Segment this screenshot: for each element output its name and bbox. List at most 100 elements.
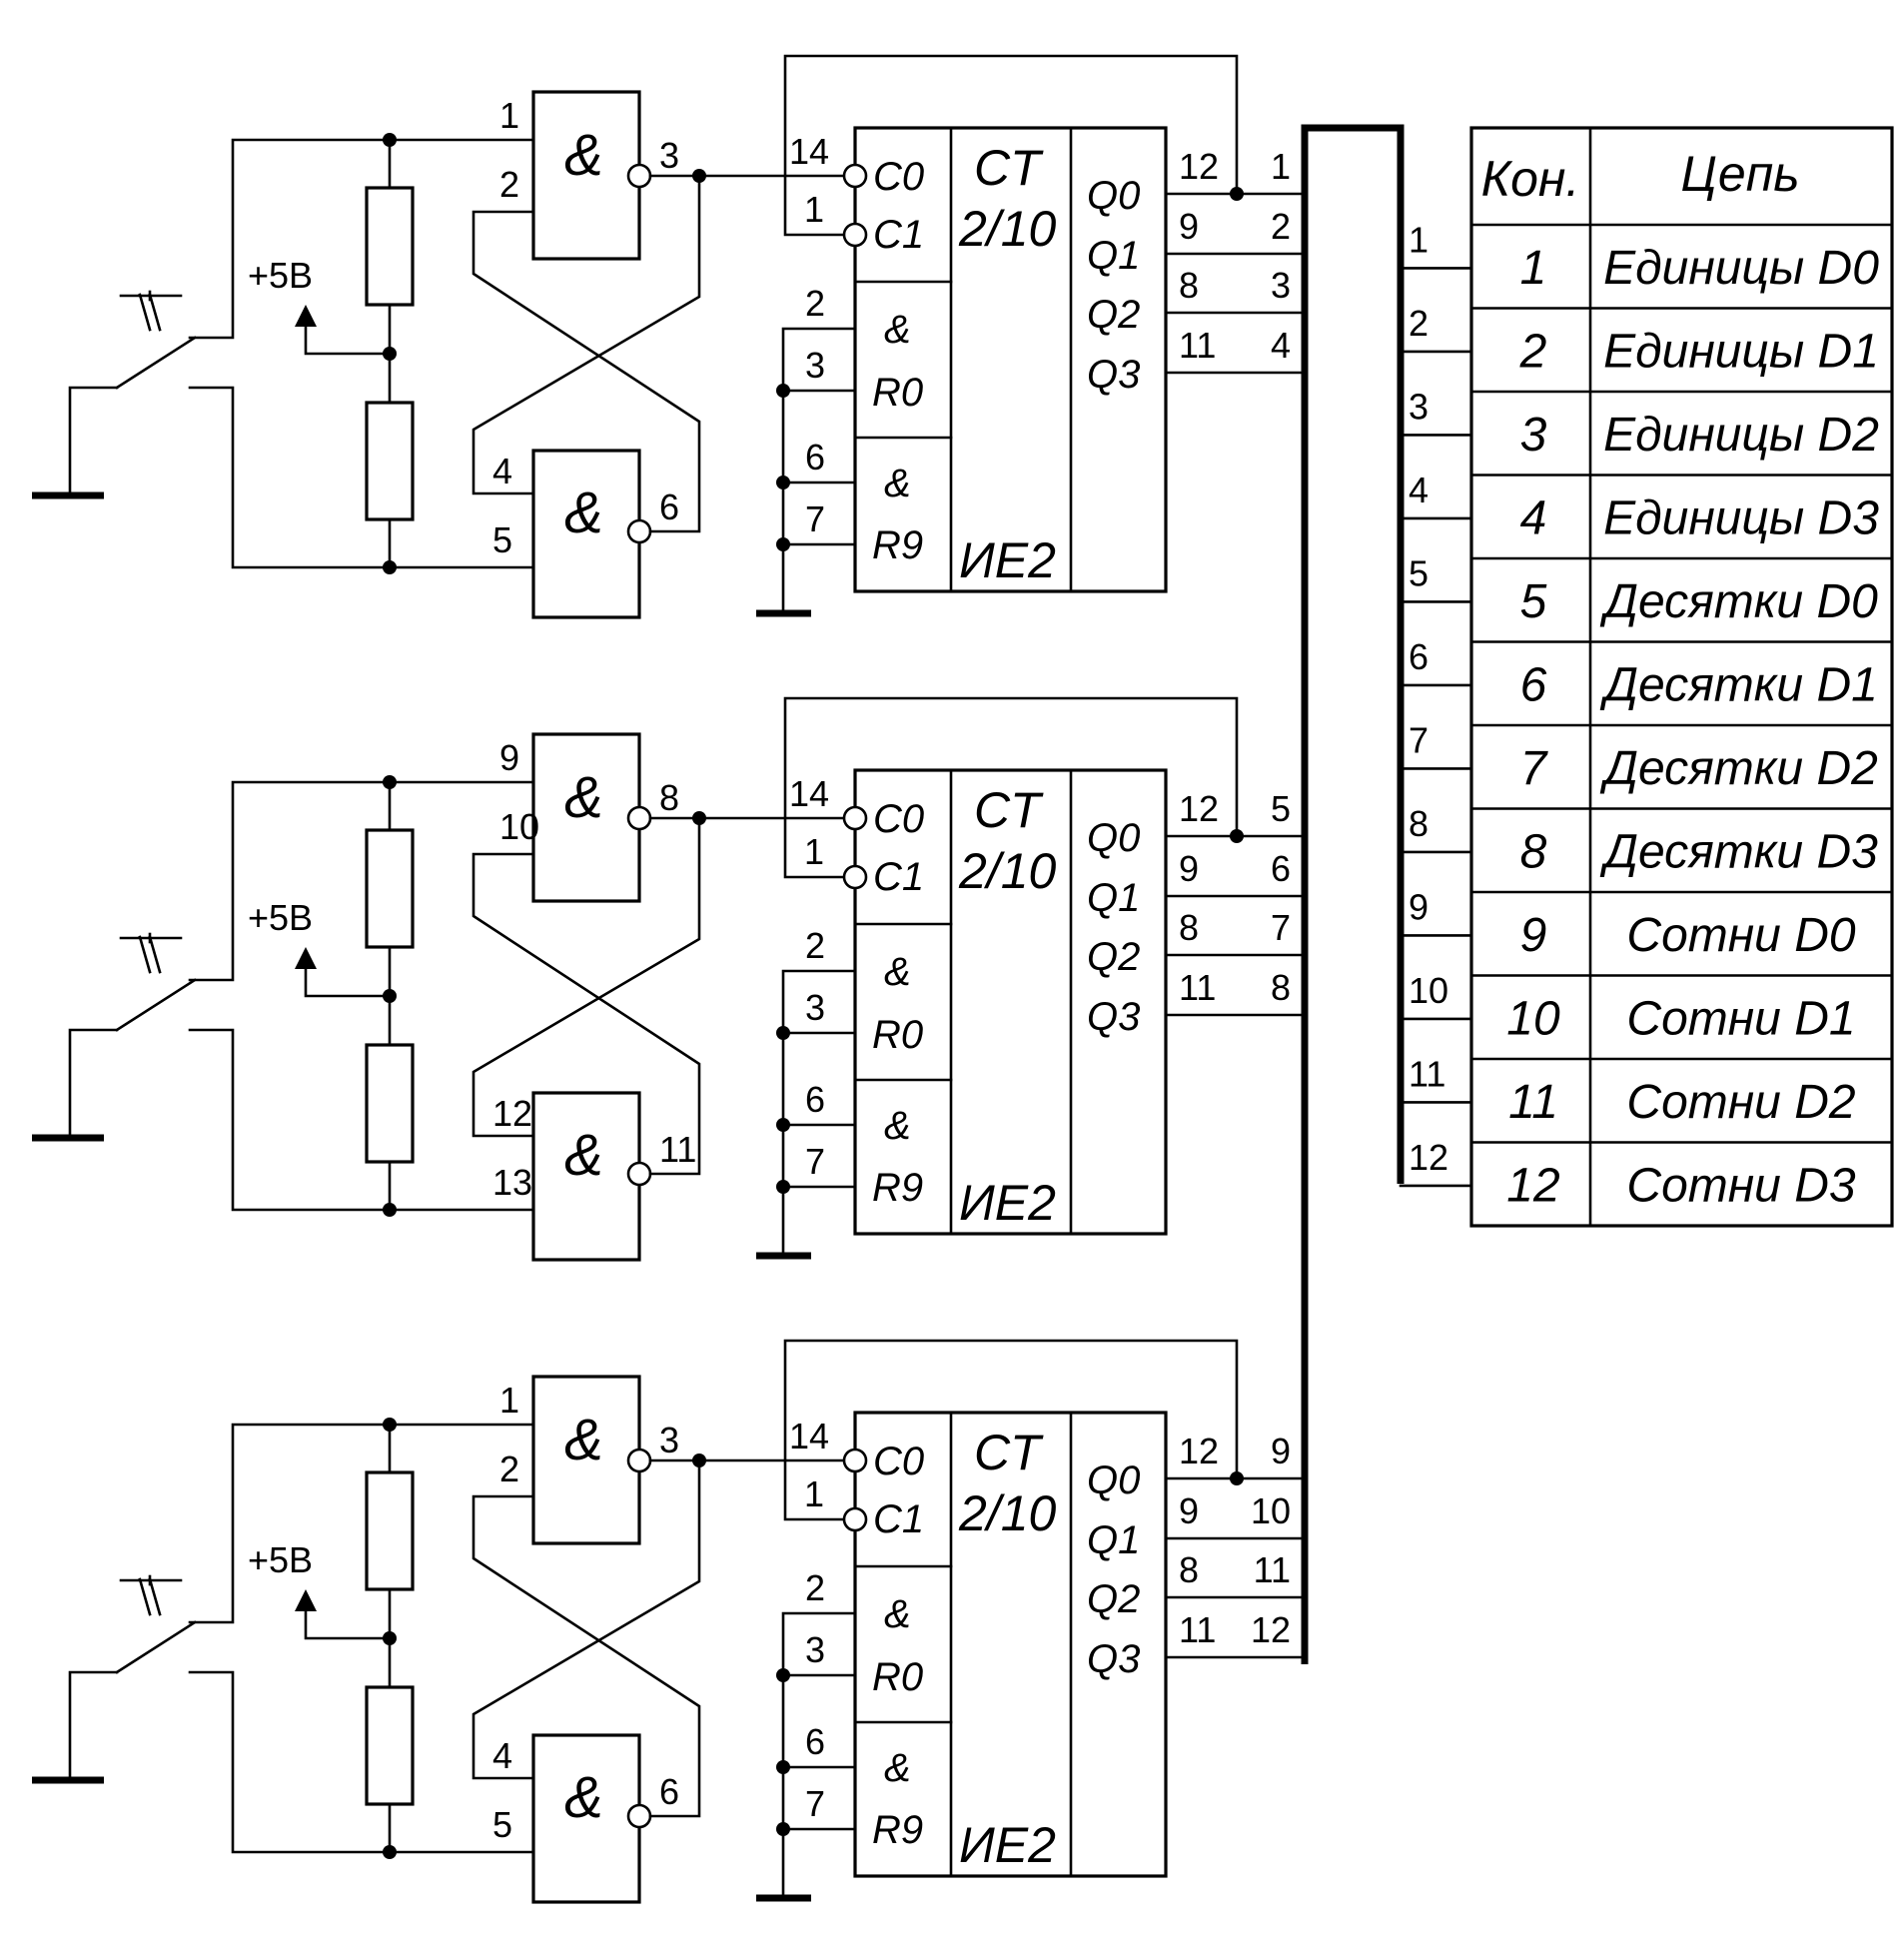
switch-actuator [138, 293, 152, 332]
counter-pin: 12 [1179, 788, 1219, 829]
gate-pin: 12 [492, 1093, 532, 1134]
output-label: Q0 [1087, 174, 1140, 218]
junction-dot [1230, 829, 1244, 843]
output-label: Q2 [1087, 935, 1140, 979]
feedback-wire [783, 54, 1239, 237]
junction-dot [776, 384, 790, 398]
channel-2: +5В&&9108121311C0C1CT2/10ИЕ2&R0&R9141236… [32, 696, 1307, 1262]
counter-pin: 3 [805, 1629, 825, 1670]
connector-wire-number: 2 [1409, 303, 1428, 344]
output-label: Q0 [1087, 816, 1140, 860]
reset-ground-wire [781, 969, 857, 1258]
clock-input-label: C1 [873, 855, 924, 899]
counter-mode: 2/10 [958, 201, 1057, 257]
output-label: Q1 [1087, 234, 1140, 278]
supply-wire [304, 962, 392, 998]
inversion-bubble [842, 222, 868, 248]
switch-nc-wire [188, 1028, 392, 1212]
switch-nc-wire [188, 1670, 392, 1854]
counter-pin: 7 [805, 1783, 825, 1824]
table-cell-pin: 8 [1520, 825, 1547, 878]
gate-pin: 3 [659, 1420, 679, 1460]
connector-wire-number: 8 [1409, 803, 1428, 844]
reset-label: R9 [872, 1808, 923, 1852]
counter-pin: 11 [1179, 325, 1216, 366]
gate-pin: 2 [499, 164, 519, 205]
reset-label: R9 [872, 523, 923, 567]
resistor-bottom [365, 401, 415, 521]
resistor-top [365, 186, 415, 307]
junction-dot [776, 1180, 790, 1194]
clock-input-label: C0 [873, 797, 924, 841]
data-bus [1301, 124, 1405, 1664]
bus-trunk [1301, 124, 1405, 1664]
table-cell-pin: 2 [1519, 325, 1547, 378]
reset-label: R0 [872, 371, 923, 415]
reset-gate-symbol: & [884, 308, 911, 352]
connector-wire-number: 9 [1409, 886, 1428, 927]
gate-pin: 13 [492, 1162, 532, 1203]
output-label: Q3 [1087, 995, 1140, 1039]
supply-wire [304, 320, 392, 356]
counter-pin: 3 [805, 987, 825, 1028]
gate-pin: 4 [492, 1735, 512, 1776]
switch-nc-wire [188, 386, 392, 569]
resistor-top [365, 1470, 415, 1591]
table-cell-pin: 10 [1506, 992, 1560, 1045]
resistor-bottom [365, 1685, 415, 1806]
table-cell-net: Единицы D2 [1603, 409, 1879, 462]
reset-gate-symbol: & [884, 950, 911, 994]
inversion-bubble [842, 805, 868, 831]
bus-line-number: 6 [1271, 848, 1291, 889]
connector-wire-number: 5 [1409, 552, 1428, 593]
reset-label: R9 [872, 1166, 923, 1210]
connector-wire-number: 11 [1409, 1053, 1445, 1094]
table-cell-pin: 11 [1508, 1076, 1558, 1129]
gate-symbol: & [564, 1765, 603, 1830]
table-cell-net: Десятки D3 [1599, 825, 1878, 878]
push-button-switch [32, 1423, 392, 1854]
counter-pin: 9 [1179, 848, 1199, 889]
supply-wire [304, 1604, 392, 1640]
counter-mode: 2/10 [958, 1485, 1057, 1541]
switch-contact [115, 1620, 197, 1674]
counter-pin: 14 [789, 131, 829, 172]
counter-pin: 9 [1179, 206, 1199, 247]
table-cell-net: Десятки D0 [1599, 575, 1878, 628]
junction-dot [776, 1668, 790, 1682]
counter-title: CT [974, 140, 1044, 196]
gate-pin: 1 [499, 95, 519, 136]
connector-wire-number: 10 [1409, 970, 1448, 1011]
supply-arrow-icon [295, 305, 317, 327]
counter-title: CT [974, 782, 1044, 838]
gate-pin: 11 [659, 1129, 696, 1170]
channel-1: +5В&&123456C0C1CT2/10ИЕ2&R0&R91412367Q01… [32, 54, 1307, 619]
table-cell-pin: 1 [1520, 242, 1547, 295]
output-label: Q3 [1087, 1637, 1140, 1681]
reset-gate-symbol: & [884, 462, 911, 505]
bus-line-number: 10 [1251, 1490, 1291, 1531]
table-cell-pin: 5 [1520, 575, 1547, 628]
table-cell-net: Сотни D3 [1626, 1159, 1855, 1212]
bus-line-number: 1 [1271, 146, 1291, 187]
counter-title: CT [974, 1425, 1044, 1480]
pullup-resistors: +5В [248, 133, 415, 574]
counter-pin: 6 [805, 437, 825, 478]
inversion-bubble [626, 805, 652, 831]
inversion-bubble [626, 1448, 652, 1473]
bus-line-number: 3 [1271, 265, 1291, 306]
table-cell-net: Десятки D1 [1599, 658, 1878, 711]
clock-input-label: C1 [873, 213, 924, 257]
supply-label: +5В [248, 255, 313, 296]
bus-line-number: 2 [1271, 206, 1291, 247]
output-label: Q1 [1087, 876, 1140, 920]
resistor-top [365, 828, 415, 949]
counter-pin: 12 [1179, 1431, 1219, 1471]
clock-input-label: C1 [873, 1497, 924, 1541]
switch-contact [115, 336, 197, 390]
table-cell-pin: 9 [1520, 909, 1547, 962]
